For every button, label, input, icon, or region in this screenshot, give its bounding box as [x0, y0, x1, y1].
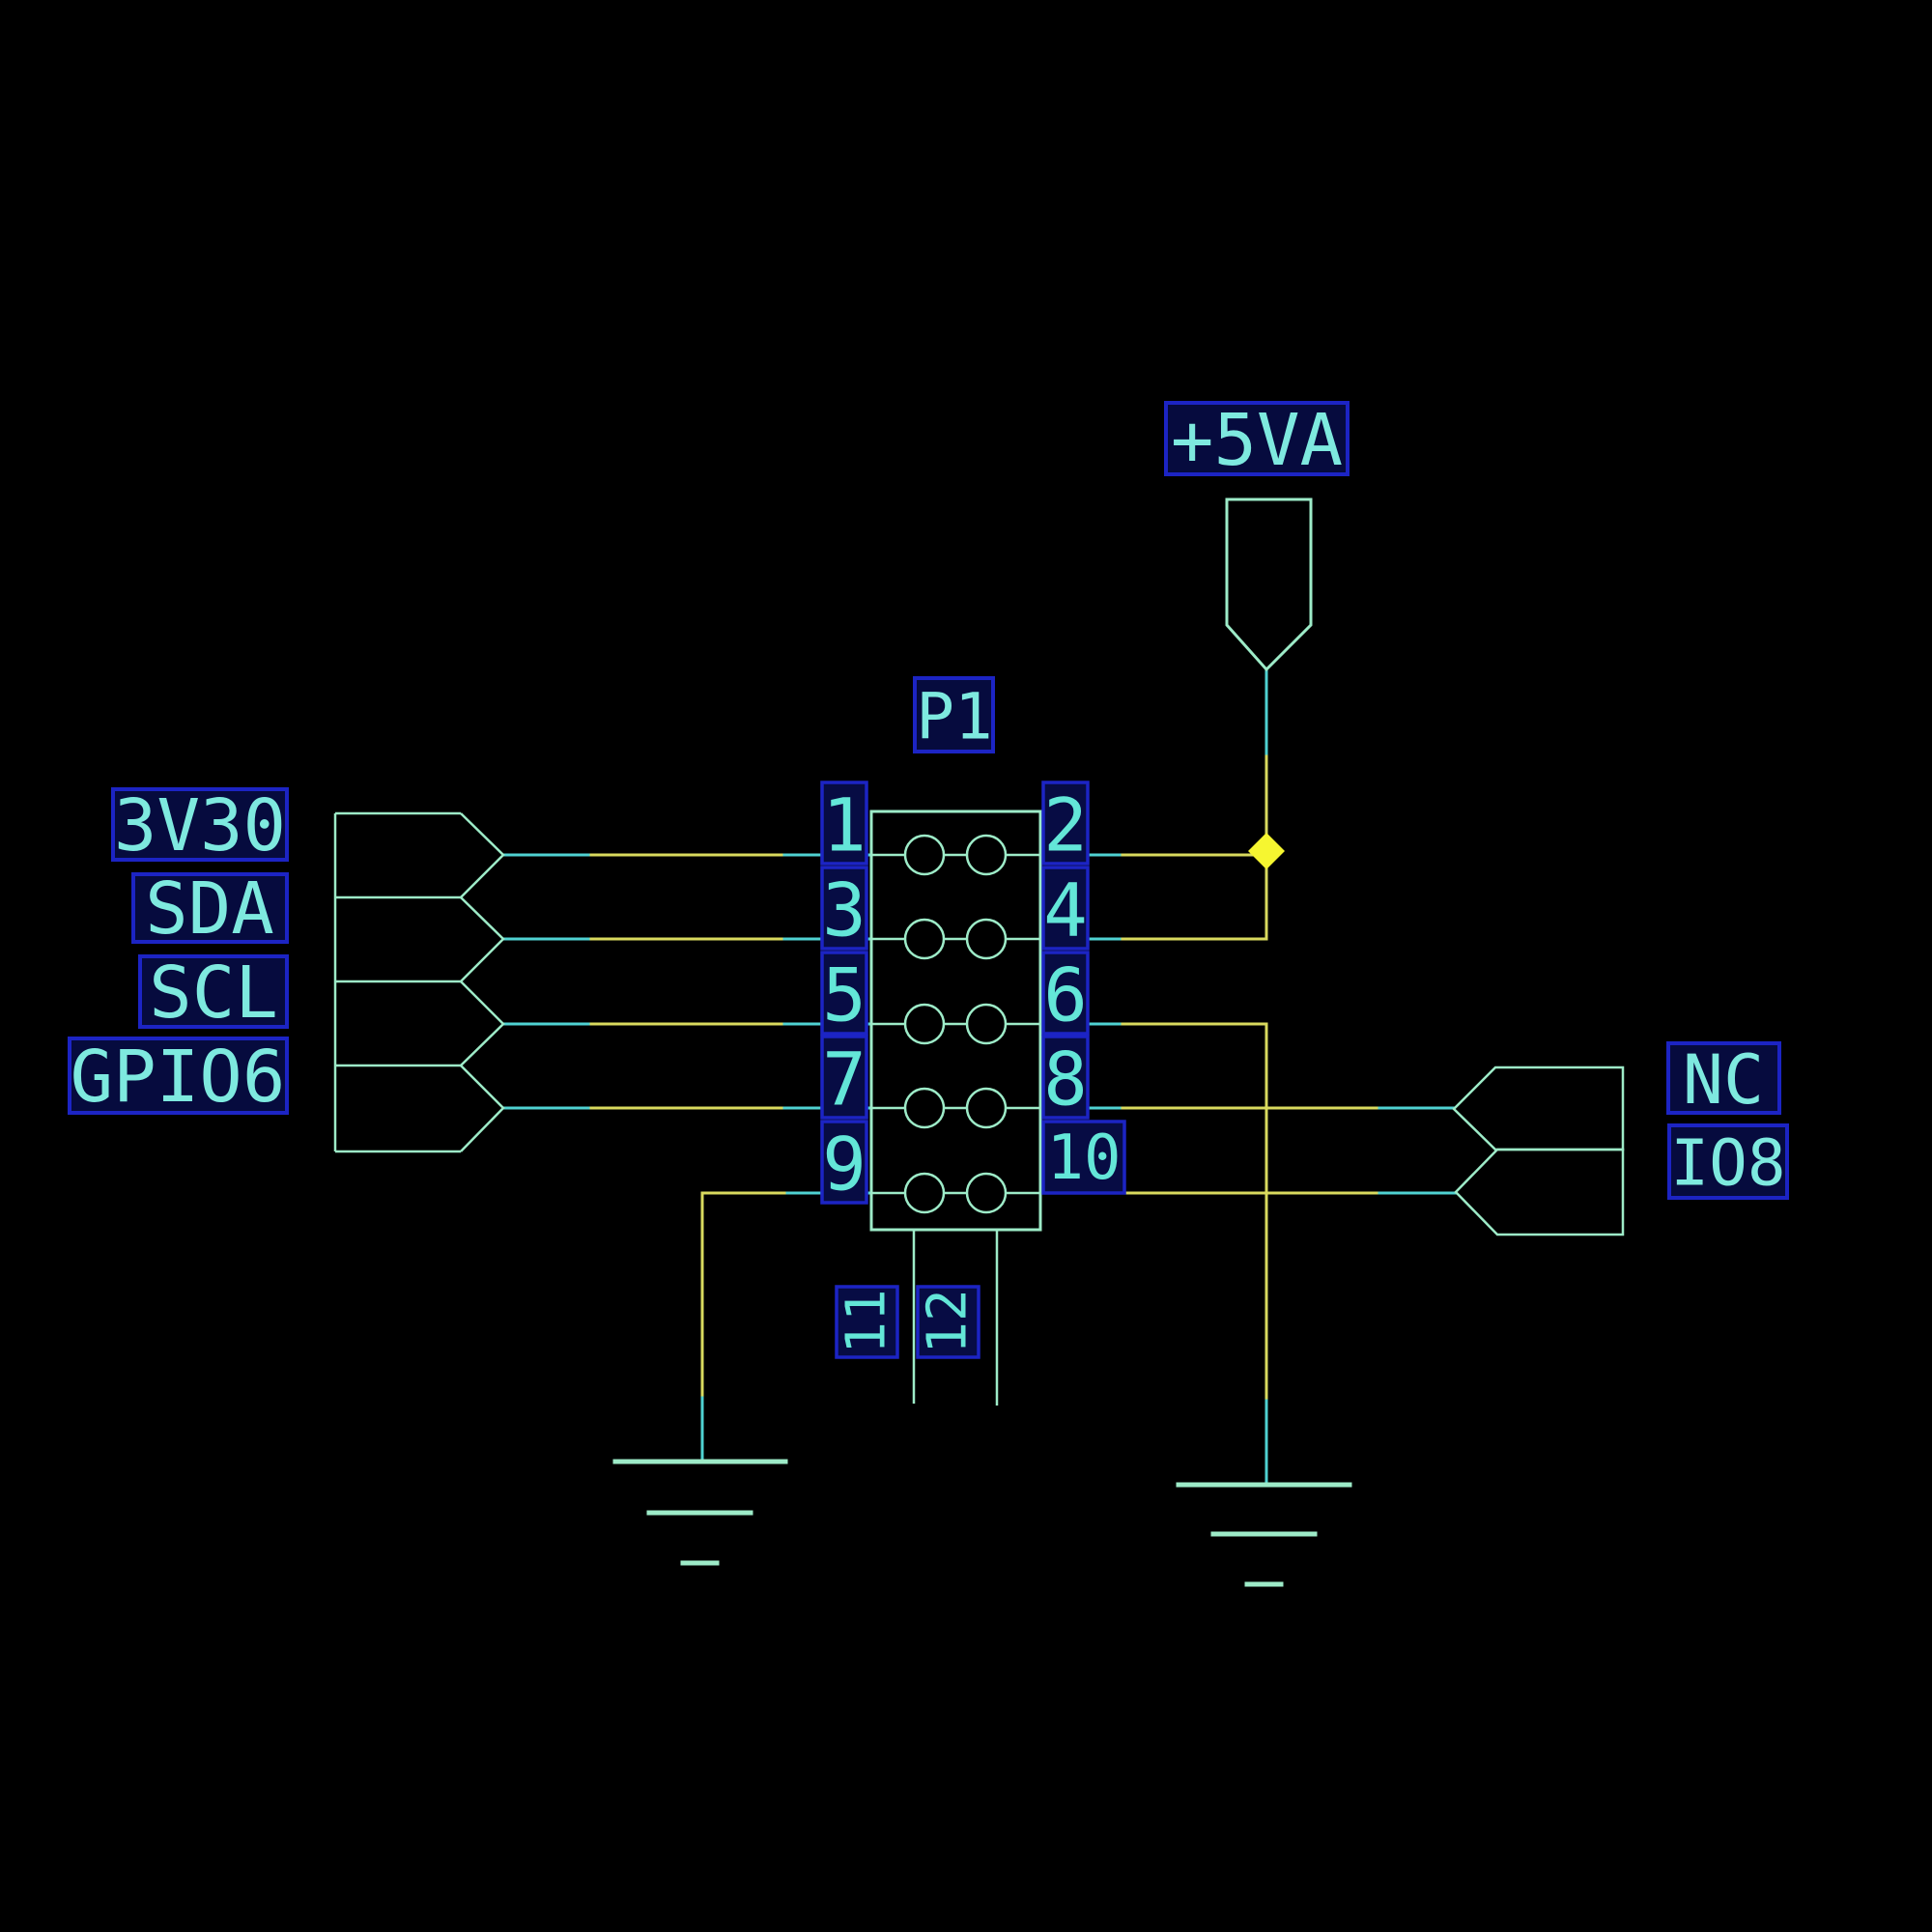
- power-symbol-5va[interactable]: +5VA: [1164, 399, 1350, 672]
- pin3-number: 3: [822, 867, 867, 953]
- pin-circles[interactable]: [903, 834, 1008, 1214]
- net-label-3v30-box[interactable]: [111, 787, 289, 862]
- left-net-flags[interactable]: [333, 811, 505, 1153]
- flag-3v30: [460, 812, 505, 898]
- net-label-scl-box[interactable]: [138, 954, 289, 1029]
- connector-p1[interactable]: P1 1 3 5 7 9: [820, 676, 1126, 1406]
- pin5-number: 5: [822, 952, 867, 1038]
- wire-pin6-gnd[interactable]: [1038, 1022, 1268, 1487]
- net-label-5va-box[interactable]: [1164, 401, 1350, 476]
- pin7-number: 7: [822, 1037, 867, 1122]
- pin12-number: 12: [917, 1289, 980, 1353]
- pin8-box[interactable]: [1041, 1035, 1090, 1120]
- pin1-number: 1: [822, 782, 867, 868]
- connector-p1-body[interactable]: [869, 810, 1042, 1232]
- pin4-box[interactable]: [1041, 866, 1090, 951]
- pin1-box[interactable]: [820, 781, 868, 866]
- pin2-number: 2: [1043, 782, 1088, 868]
- net-label-io8: IO8: [1670, 1126, 1785, 1201]
- bottom-pin-numbers: 11 12: [835, 1285, 980, 1359]
- left-pin-numbers: 1 3 5 7 9: [820, 781, 868, 1208]
- net-label-gpio6-box[interactable]: [68, 1037, 289, 1115]
- net-label-sda-box[interactable]: [131, 872, 289, 944]
- net-label-nc-box[interactable]: [1666, 1041, 1781, 1115]
- pin8-number: 8: [1043, 1037, 1088, 1122]
- pin10-box[interactable]: [1041, 1120, 1126, 1195]
- pin7-box[interactable]: [820, 1035, 868, 1120]
- pin4-number: 4: [1043, 867, 1088, 953]
- designator-p1: P1: [916, 680, 992, 754]
- net-label-3v30: 3V30: [114, 784, 286, 867]
- junction-dot: [1248, 833, 1285, 869]
- net-label-5va: +5VA: [1171, 399, 1343, 482]
- right-net-flags[interactable]: [1452, 1065, 1625, 1236]
- pin5-box[interactable]: [820, 951, 868, 1036]
- designator-p1-box[interactable]: [913, 676, 995, 753]
- right-pin-numbers: 2 4 6 8 10: [1041, 781, 1126, 1195]
- flag-gpio6: [460, 1065, 505, 1152]
- ground-symbol-left[interactable]: [612, 1459, 788, 1566]
- left-net-labels: 3V30 SDA SCL GPIO6: [68, 784, 289, 1119]
- pin3-box[interactable]: [820, 866, 868, 951]
- pin11-number: 11: [836, 1289, 898, 1353]
- pin11-box[interactable]: [835, 1285, 899, 1359]
- net-label-io8-box[interactable]: [1667, 1123, 1789, 1200]
- flag-scl: [460, 980, 505, 1066]
- right-net-labels: NC IO8: [1666, 1040, 1789, 1201]
- pin6-number: 6: [1043, 952, 1088, 1038]
- flag-nc: [1452, 1065, 1625, 1151]
- pin9-number: 9: [822, 1122, 867, 1208]
- pin10-number: 10: [1046, 1122, 1121, 1194]
- pin6-box[interactable]: [1041, 951, 1090, 1036]
- flag-io8: [1454, 1148, 1625, 1236]
- pin12-box[interactable]: [916, 1285, 980, 1359]
- pin9-box[interactable]: [820, 1120, 868, 1205]
- net-label-scl: SCL: [149, 952, 278, 1035]
- flag-sda: [460, 896, 505, 982]
- net-label-gpio6: GPIO6: [71, 1036, 286, 1119]
- net-wires: [501, 668, 1458, 1487]
- ground-symbol-right[interactable]: [1176, 1482, 1352, 1587]
- net-label-nc: NC: [1683, 1040, 1764, 1120]
- net-label-sda: SDA: [145, 867, 274, 951]
- pin2-box[interactable]: [1041, 781, 1090, 866]
